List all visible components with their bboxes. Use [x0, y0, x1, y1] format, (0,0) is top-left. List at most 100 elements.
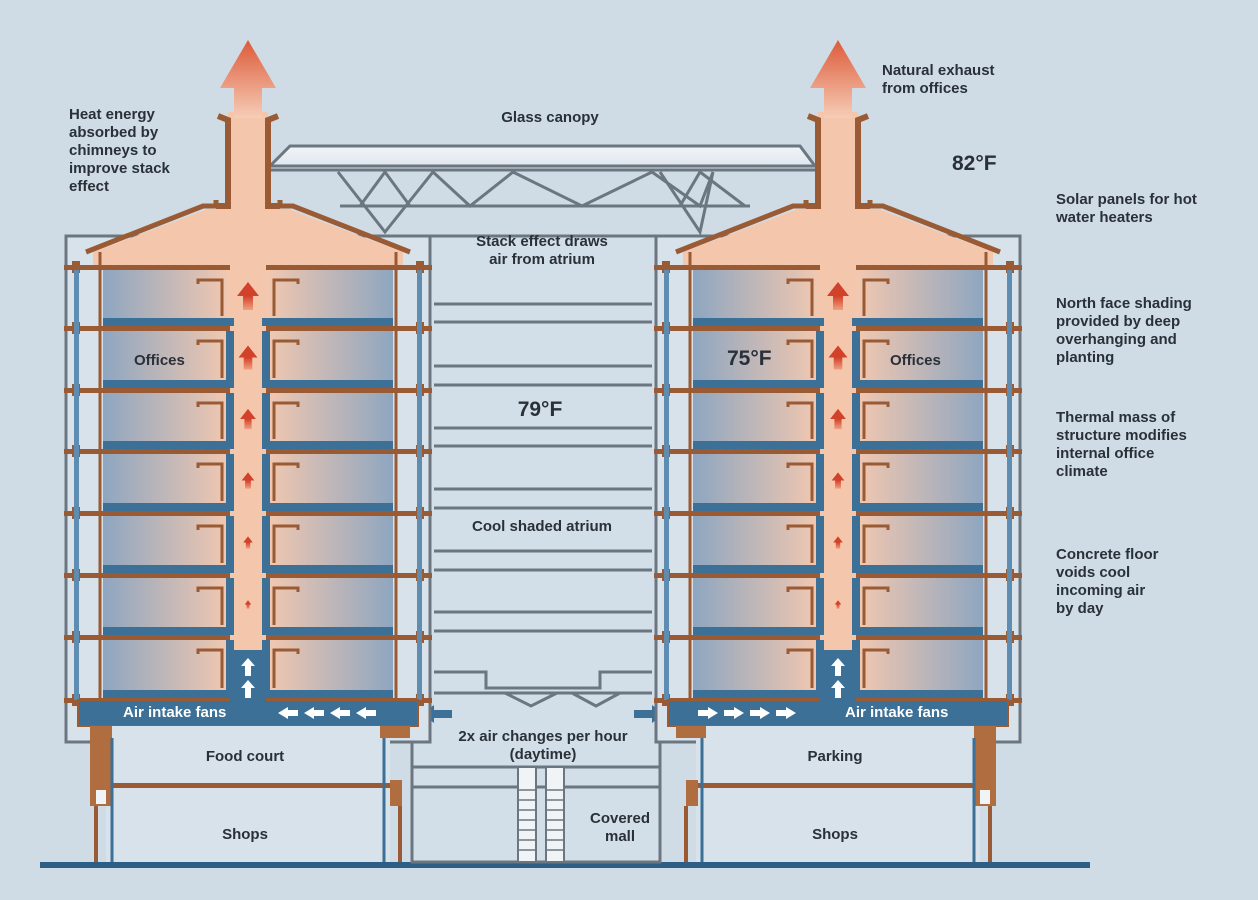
partition: [272, 401, 300, 439]
office-room: [103, 640, 230, 694]
office-room: [103, 454, 230, 507]
office-room: [103, 270, 230, 322]
column-bracket: [686, 780, 698, 806]
lower-slab: [696, 783, 980, 788]
floor-void: [103, 503, 234, 511]
floor-void: [262, 627, 393, 635]
partition: [786, 648, 814, 688]
floor-slab: [654, 511, 820, 516]
partition: [272, 586, 300, 625]
supply-riser: [226, 393, 234, 445]
flow-arrow-icon: [698, 707, 718, 719]
office-room: [856, 454, 983, 507]
office-room: [266, 331, 393, 384]
floor-slab: [266, 388, 432, 393]
stack-arrow-icon: [833, 536, 843, 549]
flow-arrow-icon: [750, 707, 770, 719]
facade-mullion: [1007, 270, 1012, 700]
partition: [862, 462, 890, 501]
floor-void: [693, 380, 824, 388]
office-room: [856, 640, 983, 694]
temp-atrium: 79°F: [517, 398, 563, 421]
floor-void: [693, 627, 824, 635]
label-stack-effect: Stack effect draws air from atrium: [476, 233, 608, 268]
stack-arrow-icon: [241, 472, 255, 489]
pier-opening: [96, 790, 106, 804]
air-intake-plenum: [667, 699, 1009, 727]
floor-void: [262, 565, 393, 573]
office-room: [266, 393, 393, 445]
office-room: [103, 516, 230, 569]
label-parking: Parking: [807, 748, 863, 765]
office-room: [693, 516, 820, 569]
office-room: [693, 578, 820, 631]
office-room: [693, 270, 820, 322]
flow-arrow-icon: [831, 680, 845, 698]
lower-level: [696, 726, 980, 862]
partition: [272, 278, 300, 316]
flow-arrow-icon: [330, 707, 350, 719]
facade-mullion: [417, 270, 422, 700]
partition: [272, 648, 300, 688]
office-room: [266, 516, 393, 569]
partition: [862, 278, 890, 316]
supply-riser: [226, 516, 234, 569]
floor-slab: [266, 265, 432, 270]
flow-arrow-icon: [278, 707, 298, 719]
left-building: [64, 40, 432, 862]
supply-riser: [262, 393, 270, 445]
right-building: [654, 40, 1022, 862]
label-air-intake-left: Air intake fans: [123, 704, 227, 721]
floor-void: [693, 318, 824, 326]
partition: [786, 586, 814, 625]
floor-void: [852, 503, 983, 511]
label-shops-right: Shops: [812, 826, 858, 843]
label-concrete-floor: Concrete floor voids cool incoming air b…: [1056, 546, 1159, 617]
supply-riser: [226, 331, 234, 384]
stack-arrow-icon: [831, 472, 845, 489]
floor-slab: [654, 573, 820, 578]
floor-slab: [64, 635, 230, 640]
floor-void: [852, 565, 983, 573]
partition: [862, 401, 890, 439]
label-cool-atrium: Cool shaded atrium: [471, 518, 613, 535]
label-offices-left: Offices: [134, 352, 185, 369]
office-room: [856, 270, 983, 322]
floor-slab: [856, 573, 1022, 578]
floor-void: [852, 441, 983, 449]
chimney-shaft: [228, 112, 268, 212]
partition: [786, 339, 814, 378]
floor-void: [262, 380, 393, 388]
supply-riser: [226, 454, 234, 507]
floor-slab: [64, 511, 230, 516]
flow-arrow-icon: [304, 707, 324, 719]
floor-void: [103, 441, 234, 449]
flow-arrow-icon: [776, 707, 796, 719]
supply-riser: [262, 331, 270, 384]
column-cap: [380, 726, 410, 738]
exhaust-arrow-icon: [220, 40, 276, 118]
floor-slab: [64, 265, 230, 270]
label-thermal-mass: Thermal mass of structure modifies inter…: [1056, 409, 1187, 480]
partition: [272, 462, 300, 501]
partition: [862, 524, 890, 563]
chimney-wall: [216, 113, 231, 209]
supply-riser: [852, 454, 860, 507]
floor-slab: [266, 511, 432, 516]
supply-riser: [852, 331, 860, 384]
supply-riser: [852, 393, 860, 445]
floor-void: [693, 441, 824, 449]
office-room: [266, 270, 393, 322]
column-cap: [676, 726, 706, 738]
floor-void: [262, 441, 393, 449]
floor-slab: [654, 388, 820, 393]
floor-slab: [654, 449, 820, 454]
atrium: [410, 234, 664, 864]
stack-arrow-icon: [240, 408, 256, 430]
chimney-wall: [265, 113, 280, 209]
exhaust-arrow-icon: [810, 40, 866, 118]
stack-arrow-icon: [243, 536, 253, 549]
floor-slab: [266, 573, 432, 578]
office-room: [693, 454, 820, 507]
facade-mullion: [664, 270, 669, 700]
